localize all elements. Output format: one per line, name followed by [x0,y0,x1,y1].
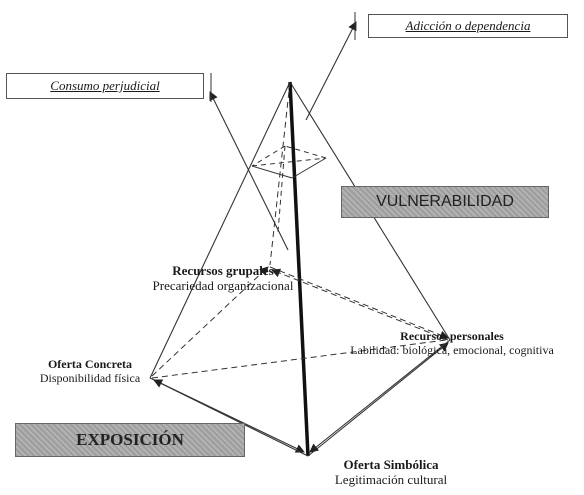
plane-diagonal [251,157,327,167]
dashed-personal-group [271,268,449,341]
edge-symbolic-concrete [153,379,309,457]
dashed-concrete-group [151,266,269,377]
vulnerability-label: VULNERABILIDAD [376,193,514,210]
vulnerability-box: VULNERABILIDAD [341,186,549,218]
plane-front-right [291,157,327,179]
edge-apex-left [149,81,291,379]
plane-left-front [251,165,293,179]
node-symbolic-title: Oferta Simbólica [343,457,439,472]
node-group-title: Recursos grupales [172,263,274,278]
edge-apex-symbolic [288,81,310,457]
dashed-apex-group [269,81,291,266]
plane-right-back [284,145,327,159]
node-group-subtitle: Precariedad organizacional [152,277,294,293]
node-symbolic-subtitle: Legitimación cultural [334,471,448,487]
addiction-label: Adicción o dependencia [405,18,531,33]
node-personal-subtitle: Labilidad: biológica, emocional, cogniti… [350,342,554,357]
arrow-to-harmful [209,91,289,251]
addiction-box: Adicción o dependencia [368,14,568,38]
node-symbolic: Oferta Simbólica Legitimación cultural [322,457,460,488]
arrow-to-addiction [305,21,357,121]
plane-back-left [251,145,286,167]
edge-symbolic-personal [307,342,449,457]
harmful-box: Consumo perjudicial [6,73,204,99]
plane-vertical [277,145,286,233]
harmful-label: Consumo perjudicial [50,78,160,93]
node-concrete-subtitle: Disponibilidad física [39,370,141,385]
dashed-group-personal [269,266,449,340]
node-personal-title: Recursos personales [400,329,504,343]
node-group: Recursos grupales Precariedad organizaci… [138,263,308,294]
exposure-label: EXPOSICIÓN [76,430,184,449]
node-personal: Recursos personales Labilidad: biológica… [321,329,583,358]
edge-personal-symbolic [309,339,451,453]
exposure-box: EXPOSICIÓN [15,423,245,457]
node-concrete: Oferta Concreta Disponibilidad física [26,357,154,386]
node-concrete-title: Oferta Concreta [47,357,133,371]
